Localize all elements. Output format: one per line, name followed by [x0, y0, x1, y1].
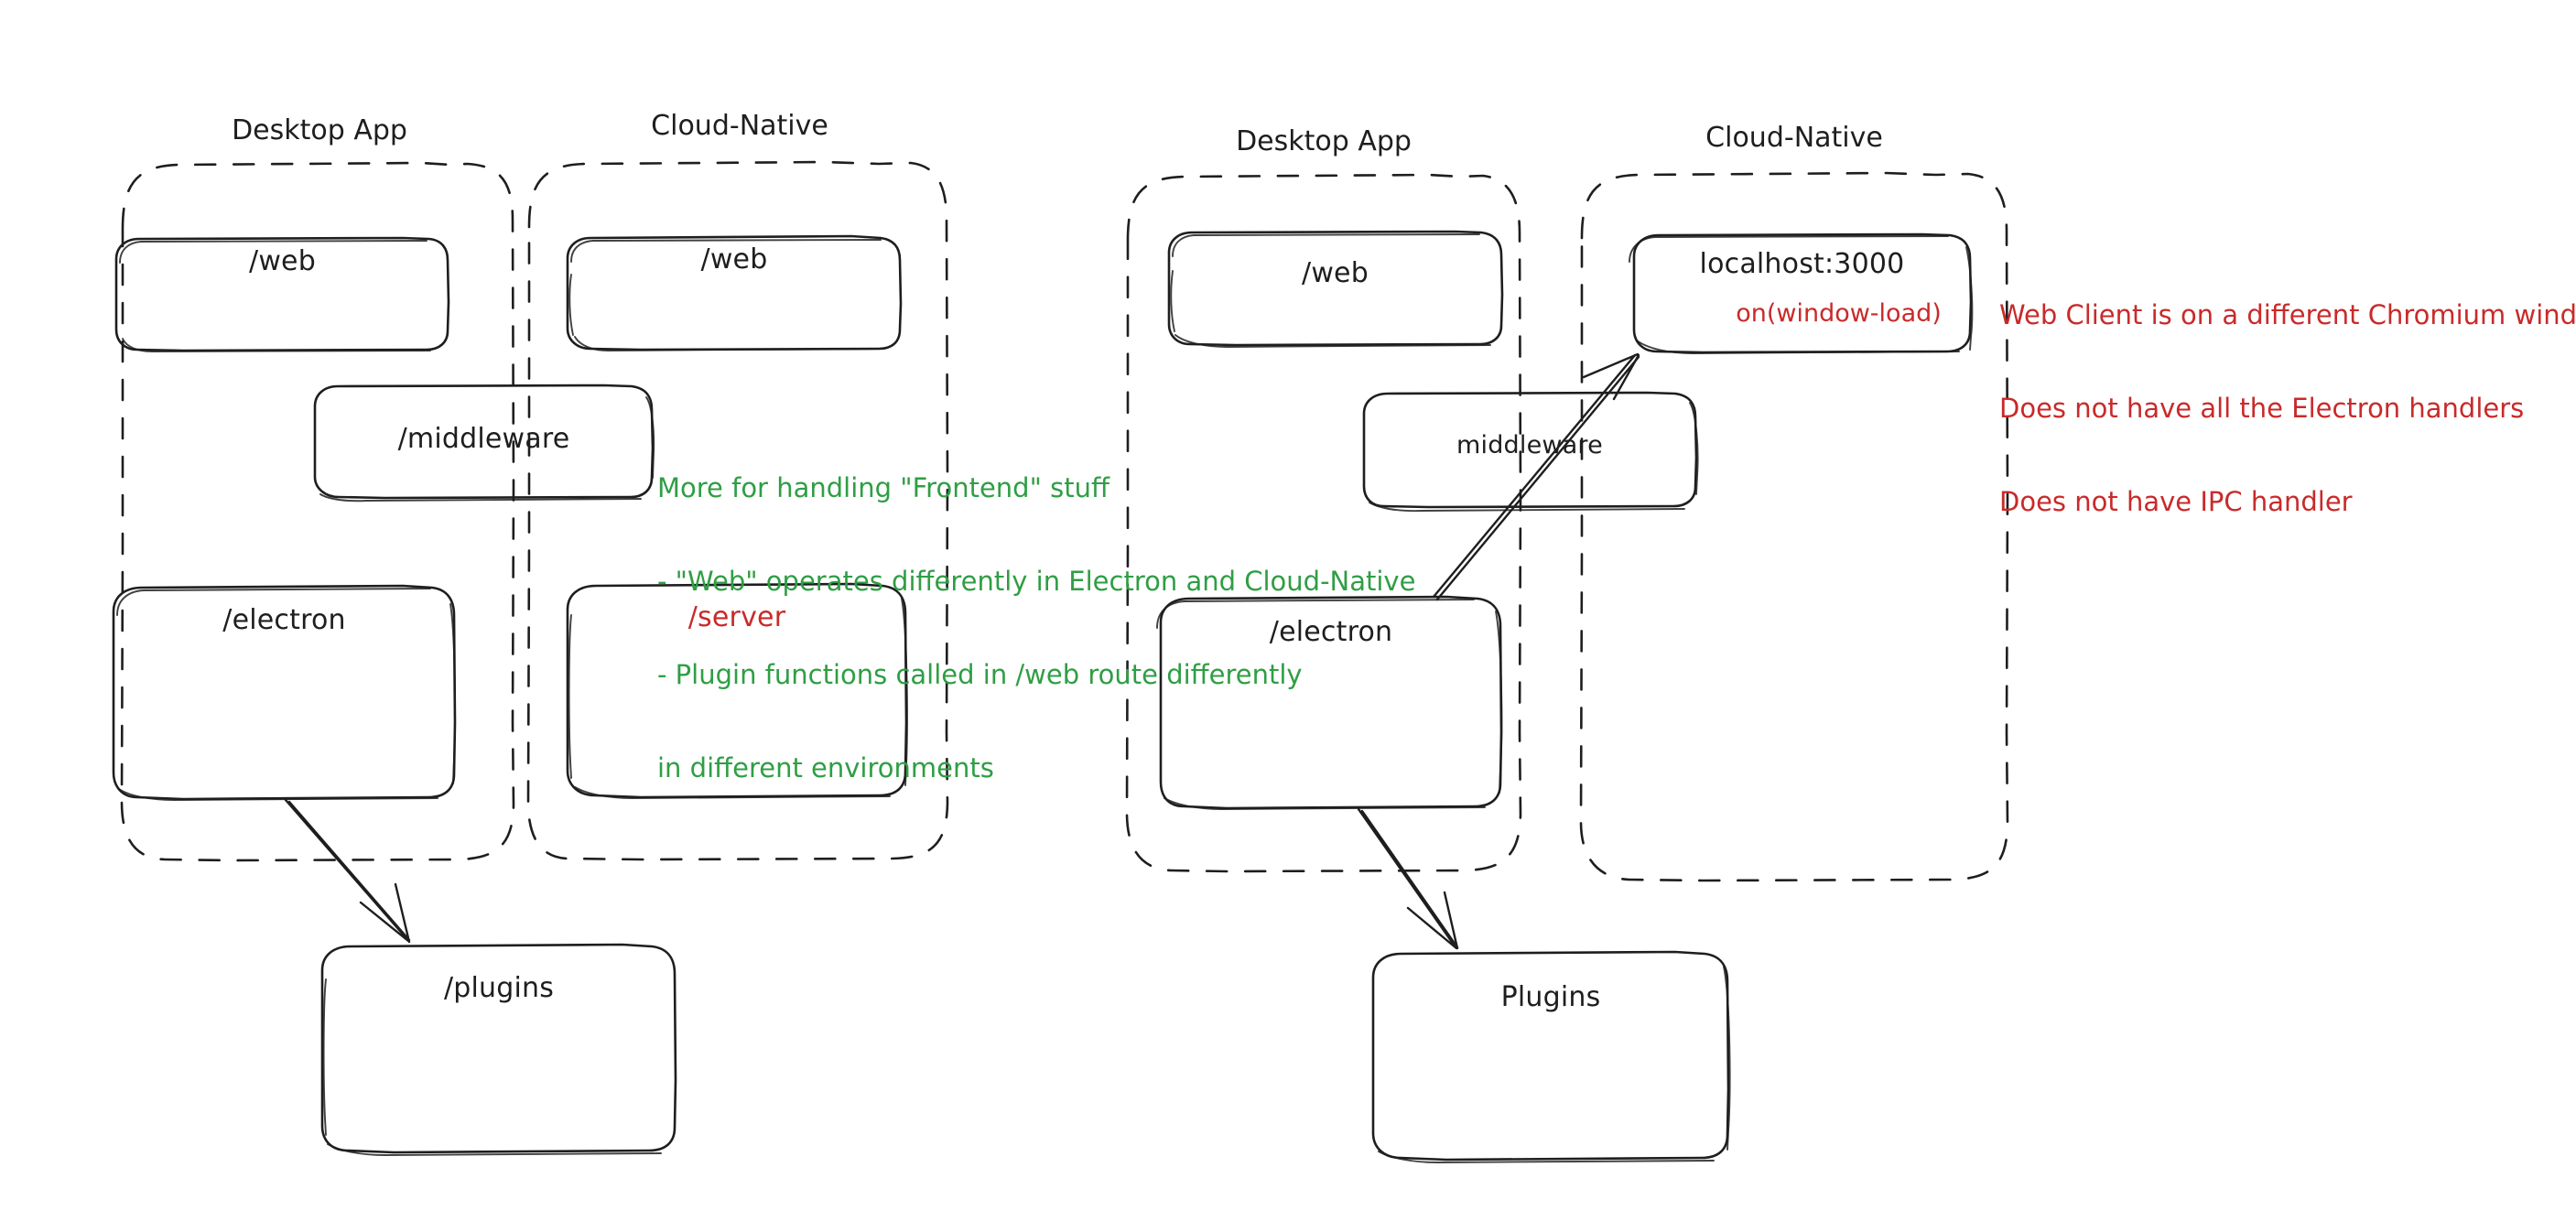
left-plugins-label: /plugins — [443, 972, 555, 1004]
left-cloud-web-box — [566, 234, 903, 351]
right-plugins-box — [1371, 950, 1731, 1163]
right-cloud-native-container — [1579, 171, 2009, 882]
left-electron-label: /electron — [222, 604, 346, 636]
right-localhost-label: localhost:3000 — [1699, 248, 1905, 280]
right-electron-to-localhost-arrow — [1432, 352, 1640, 601]
right-localhost-box — [1629, 232, 1974, 354]
right-web-box — [1167, 230, 1504, 348]
right-cloud-native-label: Cloud-Native — [1705, 122, 1883, 154]
left-server-label: /server — [687, 601, 786, 633]
right-middleware-label: middleware — [1456, 431, 1603, 459]
red-annotation-line-3: Does not have IPC handler — [1999, 486, 2353, 517]
left-plugins-box — [320, 943, 677, 1156]
red-annotation-line-2: Does not have all the Electron handlers — [1999, 393, 2525, 424]
right-plugins-label: Plugins — [1500, 981, 1601, 1013]
left-web-box — [114, 236, 450, 352]
right-web-label: /web — [1302, 257, 1369, 289]
left-cloud-native-label: Cloud-Native — [651, 110, 828, 142]
left-cloud-native-container — [526, 160, 949, 861]
right-electron-box — [1156, 595, 1503, 810]
red-annotation-line-1: Web Client is on a different Chromium wi… — [1999, 299, 2576, 330]
left-cloud-web-label: /web — [700, 243, 768, 276]
green-annotation: More for handling "Frontend" stuff - "We… — [657, 410, 1415, 846]
left-desktop-app-container — [120, 161, 515, 862]
left-middleware-box — [313, 384, 655, 503]
green-annotation-line-1: More for handling "Frontend" stuff — [657, 472, 1109, 503]
left-web-label: /web — [249, 245, 316, 277]
left-desktop-app-label: Desktop App — [232, 114, 407, 146]
right-desktop-app-label: Desktop App — [1236, 125, 1412, 157]
left-server-box — [566, 582, 908, 799]
green-annotation-line-4: in different environments — [657, 752, 994, 784]
left-middleware-label: /middleware — [397, 423, 570, 455]
red-annotation: Web Client is on a different Chromium wi… — [1999, 237, 2576, 579]
left-electron-to-plugins-arrow — [284, 798, 411, 944]
green-annotation-line-2: - "Web" operates differently in Electron… — [657, 566, 1416, 597]
left-electron-box — [112, 584, 457, 801]
green-annotation-line-3: - Plugin functions called in /web route … — [657, 659, 1303, 690]
right-electron-label: /electron — [1269, 616, 1393, 648]
right-desktop-app-container — [1125, 173, 1522, 873]
right-localhost-sublabel: on(window-load) — [1736, 299, 1942, 328]
right-electron-to-plugins-arrow — [1357, 807, 1459, 950]
right-middleware-box — [1362, 391, 1699, 513]
